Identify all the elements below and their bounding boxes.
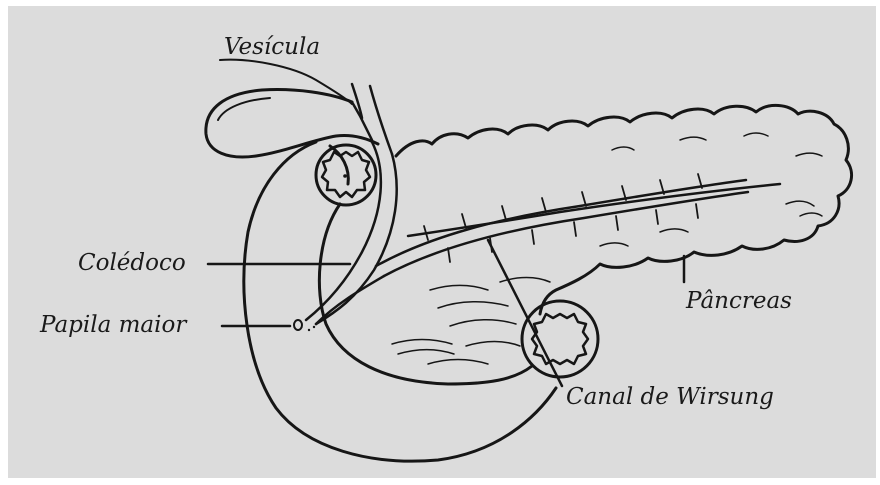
label-vesicula: Vesícula xyxy=(224,34,320,60)
papilla-dot-2 xyxy=(313,326,315,328)
label-canal-wirsung: Canal de Wirsung xyxy=(566,384,774,410)
papilla-dot-1 xyxy=(308,329,310,331)
label-papila-maior: Papila maior xyxy=(39,312,188,338)
duodenum-section-upper-center xyxy=(343,174,347,178)
label-pancreas: Pâncreas xyxy=(685,288,792,314)
label-coledoco: Colédoco xyxy=(78,250,186,276)
